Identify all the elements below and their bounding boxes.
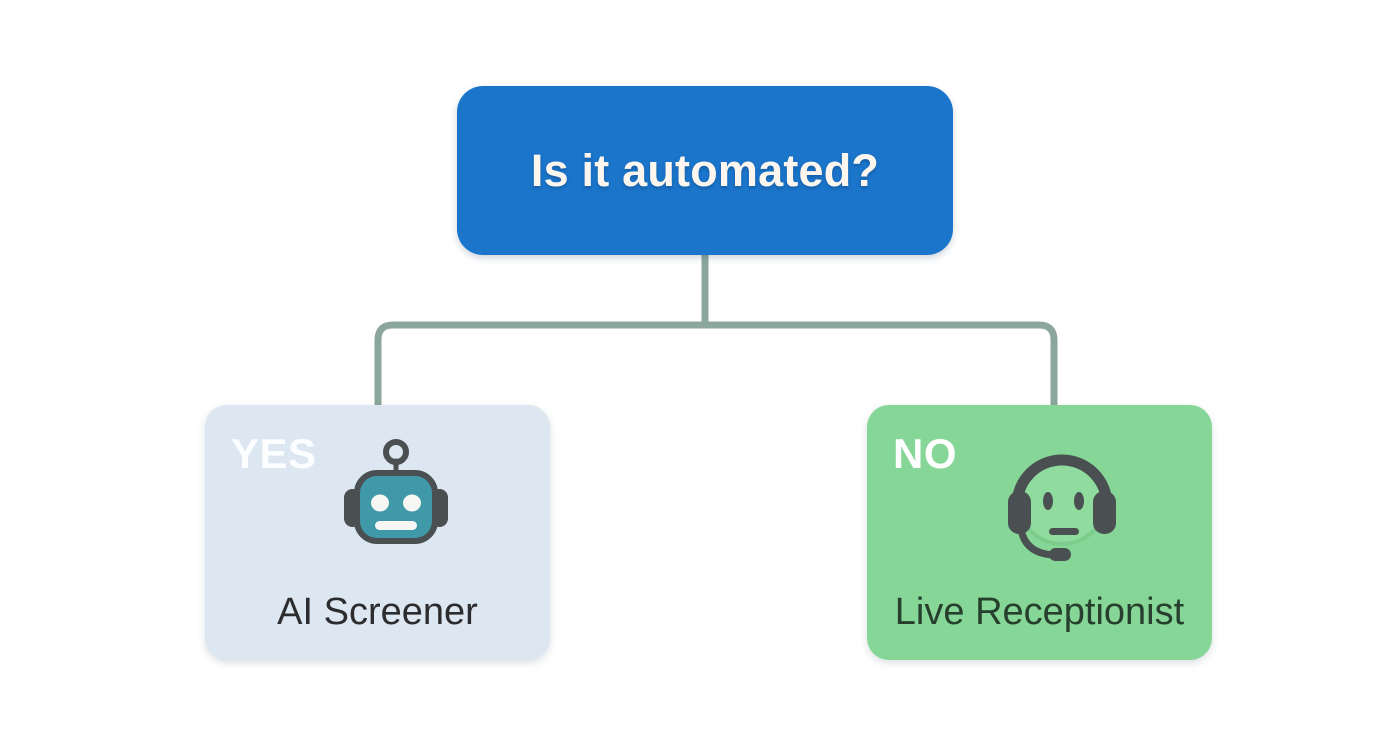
decision-node-root[interactable]: Is it automated? <box>457 86 953 255</box>
outcome-card-no[interactable]: NO Live Receptionist <box>867 405 1212 660</box>
headset-agent-icon <box>997 431 1127 561</box>
outcome-card-yes[interactable]: YES AI Screener <box>205 405 550 660</box>
connector-branch-bus <box>374 321 1058 409</box>
branch-badge-yes: YES <box>231 430 317 477</box>
decision-node-label: Is it automated? <box>530 144 880 196</box>
outcome-caption-yes: AI Screener <box>277 591 478 633</box>
branch-badge-no: NO <box>893 430 957 477</box>
robot-icon <box>331 431 461 561</box>
outcome-caption-no: Live Receptionist <box>894 591 1185 633</box>
